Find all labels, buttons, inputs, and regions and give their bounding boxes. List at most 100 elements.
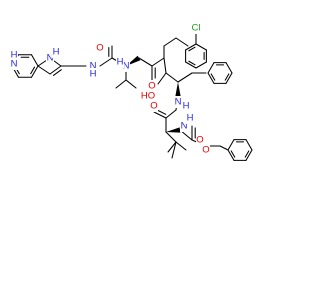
atom-label-text: N [181, 121, 188, 132]
bond-line [99, 57, 113, 67]
atom-label-text: O [202, 145, 209, 156]
atom-label-a4: O [96, 42, 104, 54]
ring-bond-line [227, 149, 235, 161]
bond-line [37, 65, 51, 75]
atom-label-a2: N [46, 52, 54, 64]
ring-bond-line [227, 139, 235, 151]
atom-label-text: N [11, 59, 18, 70]
atom-label-a14: O [150, 100, 158, 112]
ring-bond-line [30, 65, 39, 78]
atom-label-text: O [196, 135, 203, 146]
bond-line [165, 72, 179, 83]
atom-label-backdrop [46, 52, 54, 64]
atom-label-backdrop [174, 96, 182, 108]
atom-label-backdrop [148, 80, 156, 92]
ring-bond-line [185, 61, 197, 69]
double-bond-line [156, 109, 167, 115]
atom-label-text: Cl [192, 23, 201, 34]
atom-label-backdrop [122, 60, 130, 72]
atom-label-backdrop [202, 144, 210, 156]
ring-bond-line [225, 62, 233, 74]
atom-label-backdrop [89, 60, 97, 72]
atom-label-text: N [90, 61, 97, 72]
ring-inner-bond-line [230, 150, 236, 158]
atom-label-a5: N [89, 60, 97, 72]
atom-label-backdrop [182, 100, 190, 112]
atom-label-backdrop [96, 42, 104, 54]
atom-label-a7: N [122, 60, 130, 72]
bond-line [115, 79, 127, 89]
atom-label-a1: N [10, 58, 18, 70]
double-bond-line [52, 69, 62, 76]
ring-bond-line [195, 43, 207, 51]
atom-label-a16: H [186, 112, 194, 124]
wedge-bond [166, 127, 181, 133]
atom-label-text: N [123, 61, 130, 72]
atom-label-text: N [175, 97, 182, 108]
ring-inner-bond-line [188, 46, 196, 52]
ring-inner-bond-line [30, 66, 36, 75]
bond-line [175, 141, 187, 151]
bond-line [219, 145, 229, 151]
ring-bond-line [225, 72, 233, 84]
atom-label-text: H [183, 101, 190, 112]
atom-label-text: H [117, 57, 124, 68]
atom-label-backdrop [116, 56, 124, 68]
atom-label-text: H [53, 47, 60, 58]
atom-label-backdrop [180, 120, 188, 132]
atom-label-text: H [90, 69, 97, 80]
ring-bond-line [185, 43, 197, 51]
atom-label-text: H [187, 113, 194, 124]
atom-label-a3: H [52, 46, 60, 58]
atom-label-a15: N [180, 120, 188, 132]
ring-bond-line [245, 139, 253, 151]
atom-label-text: HO [141, 91, 155, 102]
atom-label-text: N [47, 53, 54, 64]
bond-line [177, 72, 193, 83]
bond-line [138, 57, 153, 67]
bond-line [163, 57, 167, 74]
bond-line [151, 57, 165, 67]
atom-label-backdrop [196, 134, 204, 146]
bond-line [163, 37, 177, 47]
ring-inner-bond-line [210, 73, 216, 81]
ring-inner-bond-line [224, 73, 230, 81]
atom-label-a8: H [116, 56, 124, 68]
bond-line [165, 131, 177, 143]
atom-label-backdrop [141, 90, 155, 102]
atom-label-text: H [11, 50, 18, 61]
wedge-bond [175, 82, 181, 96]
bond-line [157, 72, 167, 85]
ring-inner-bond-line [244, 150, 250, 158]
atom-label-a18: O [202, 144, 210, 156]
atom-label-backdrop [89, 68, 97, 80]
atom-label-a17: O [196, 134, 204, 146]
ring-bond-line [207, 72, 215, 84]
atom-label-a12: N [174, 96, 182, 108]
atom-label-a11: HO [141, 90, 155, 102]
atom-label-backdrop [186, 112, 194, 124]
atom-label-backdrop [189, 22, 203, 34]
atom-label-a13: H [182, 100, 190, 112]
bond-line [167, 141, 177, 153]
atom-label-a9: Cl [189, 22, 203, 34]
atom-label-backdrop [150, 100, 158, 112]
ring-bond-line [195, 61, 207, 69]
atom-label-text: O [150, 101, 157, 112]
atom-label-backdrop [52, 46, 60, 58]
atom-label-backdrop [10, 49, 18, 61]
ring-bond-line [207, 62, 215, 74]
atom-label-text: O [148, 81, 155, 92]
bond-line [49, 65, 62, 75]
ring-bond-line [245, 149, 253, 161]
atom-label-a6: H [89, 68, 97, 80]
bond-line [171, 141, 177, 159]
atom-label-a0: H [10, 49, 18, 61]
bond-line [165, 109, 177, 119]
bond-line [175, 37, 189, 47]
atom-label-text: O [96, 43, 103, 54]
atom-label-backdrop [10, 58, 18, 70]
atom-label-a10: O [148, 80, 156, 92]
